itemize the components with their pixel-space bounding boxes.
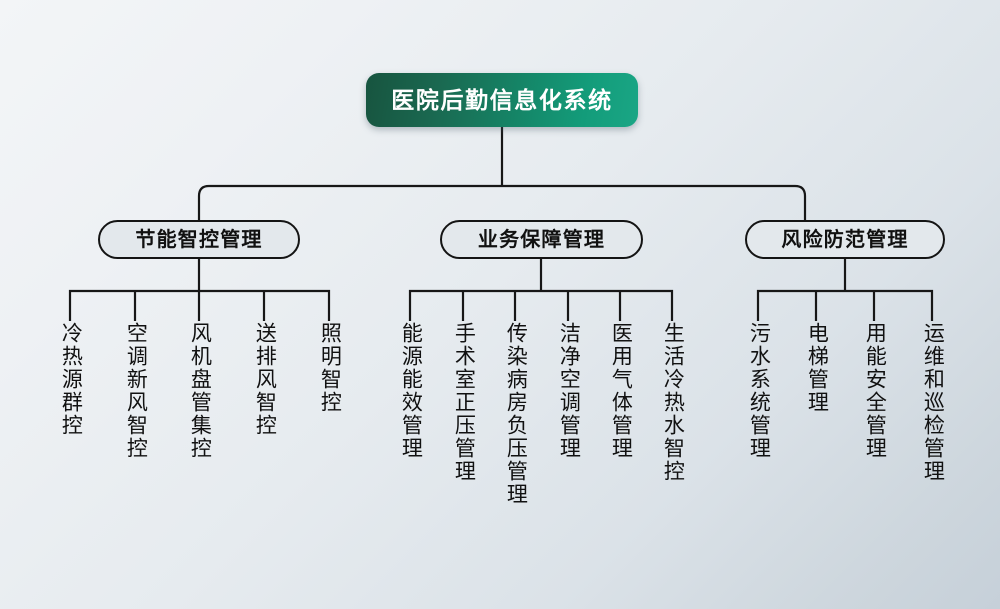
leaf-node-3-4[interactable]: 运维和巡检管理 (919, 322, 945, 488)
category-node-3-label: 风险防范管理 (781, 228, 909, 251)
root-node-label: 医院后勤信息化系统 (391, 86, 613, 113)
leaf-node-2-4-label: 洁净空调管理 (557, 322, 581, 460)
leaf-node-3-4-label: 运维和巡检管理 (921, 322, 945, 483)
category-node-3[interactable]: 风险防范管理 (745, 220, 945, 259)
branch3-bus (756, 289, 934, 321)
leaf-node-1-3-label: 风机盘管集控 (188, 322, 212, 460)
leaf-node-2-4[interactable]: 洁净空调管理 (555, 322, 581, 465)
leaf-node-3-3[interactable]: 用能安全管理 (861, 322, 887, 465)
category-node-2-label: 业务保障管理 (477, 228, 606, 251)
leaf-node-3-1[interactable]: 污水系统管理 (745, 322, 771, 465)
leaf-node-2-1[interactable]: 能源能效管理 (397, 322, 423, 465)
leaf-node-1-5[interactable]: 照明智控 (316, 322, 342, 419)
leaf-node-2-2-label: 手术室正压管理 (452, 322, 476, 483)
leaf-node-3-2[interactable]: 电梯管理 (803, 322, 829, 419)
leaf-node-1-4[interactable]: 送排风智控 (251, 322, 277, 442)
category-node-1[interactable]: 节能智控管理 (98, 220, 300, 259)
leaf-node-2-5-label: 医用气体管理 (609, 322, 633, 460)
leaf-node-1-2-label: 空调新风智控 (124, 322, 148, 460)
leaf-node-1-1-label: 冷热源群控 (59, 322, 83, 437)
leaf-node-3-3-label: 用能安全管理 (863, 322, 887, 460)
leaf-node-2-6[interactable]: 生活冷热水智控 (659, 322, 685, 488)
root-node[interactable]: 医院后勤信息化系统 (366, 73, 638, 127)
branch2-bus (408, 289, 674, 321)
leaf-node-1-1[interactable]: 冷热源群控 (57, 322, 83, 442)
leaf-node-2-6-label: 生活冷热水智控 (661, 322, 685, 483)
leaf-node-2-1-label: 能源能效管理 (399, 322, 423, 460)
leaf-node-3-1-label: 污水系统管理 (747, 322, 771, 460)
leaf-node-2-5[interactable]: 医用气体管理 (607, 322, 633, 465)
category-node-2[interactable]: 业务保障管理 (440, 220, 643, 259)
leaf-node-3-2-label: 电梯管理 (805, 322, 829, 414)
leaf-node-1-2[interactable]: 空调新风智控 (122, 322, 148, 465)
leaf-node-1-3[interactable]: 风机盘管集控 (186, 322, 212, 465)
level1-bus (197, 184, 807, 220)
leaf-node-1-4-label: 送排风智控 (253, 322, 277, 437)
leaf-node-2-2[interactable]: 手术室正压管理 (450, 322, 476, 488)
branch1-bus (68, 289, 331, 321)
leaf-node-2-3[interactable]: 传染病房负压管理 (502, 322, 528, 511)
leaf-node-1-5-label: 照明智控 (318, 322, 342, 414)
leaf-node-2-3-label: 传染病房负压管理 (504, 322, 528, 506)
category-node-1-label: 节能智控管理 (135, 228, 263, 251)
